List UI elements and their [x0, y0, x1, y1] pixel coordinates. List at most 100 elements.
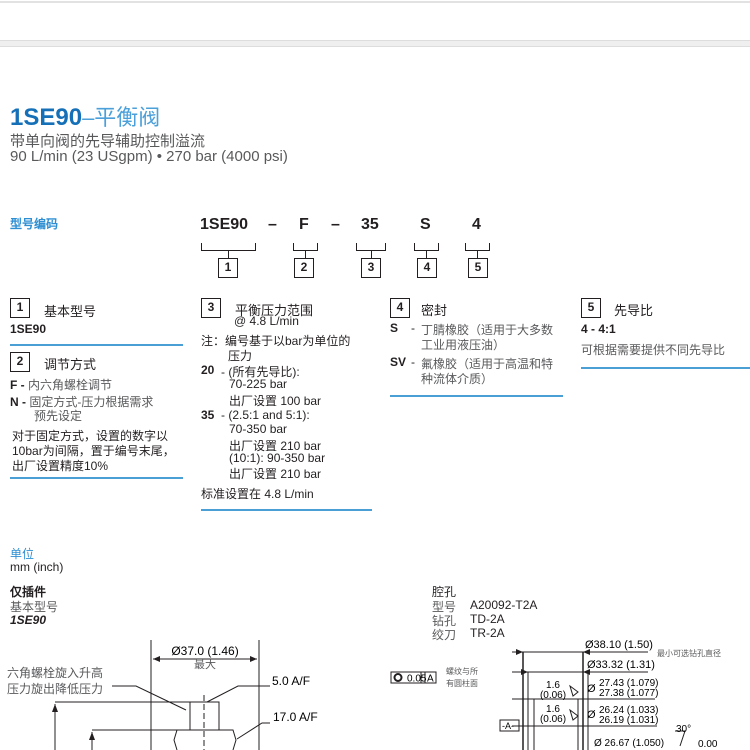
finish-2: (0.06): [540, 714, 566, 725]
dim-max: 最大: [194, 657, 216, 671]
note-line: 10bar为间隔，置于编号末尾，: [12, 444, 175, 458]
option-35-line: - (2.5:1 and 5:1):: [221, 408, 310, 422]
option-20-code: 20: [201, 363, 215, 377]
seal-sv-code: SV: [390, 355, 407, 369]
cavity-row-label: 型号: [432, 600, 457, 614]
bracket: [201, 243, 256, 251]
dim-d3-symbol: Ø: [587, 683, 596, 695]
section-3-footer: 标准设置在 4.8 L/min: [201, 487, 314, 501]
section-5-note: 可根据需要提供不同先导比: [581, 343, 726, 357]
note-line: 对于固定方式，设置的数字以: [12, 429, 169, 443]
section-5-value: 4 - 4:1: [581, 322, 616, 336]
cartridge-title: 仅插件: [10, 585, 47, 599]
seal-s-dash: -: [411, 321, 415, 335]
section-5-title: 先导比: [614, 303, 654, 318]
specs: 90 L/min (23 USgpm) • 270 bar (4000 psi): [10, 148, 288, 165]
tolerance-value: 0.05: [407, 674, 427, 685]
seal-sv-text: 种流体介质）: [421, 372, 494, 386]
cavity-row-value: TD-2A: [470, 612, 505, 626]
option-35-line: 出厂设置 210 bar: [229, 467, 322, 481]
cartridge-model: 1SE90: [10, 613, 47, 627]
page-title: 1SE90–平衡阀: [10, 100, 160, 132]
code-box-1: 1: [218, 258, 238, 278]
dim-d6: 0.00: [698, 739, 718, 750]
bracket: [414, 243, 439, 251]
seal-s-text: 丁腈橡胶（适用于大多数: [421, 323, 554, 337]
cavity-title: 腔孔: [432, 585, 457, 599]
note-line: 注：编号基于以bar为单位的: [201, 334, 351, 348]
option-35-line: 70-350 bar: [229, 422, 288, 436]
code-pressure: 35: [361, 216, 379, 233]
code-seal: S: [420, 216, 431, 233]
bracket: [356, 243, 386, 251]
angle-label: 30°: [676, 724, 691, 735]
dim-d4: 26.19 (1.031): [599, 715, 659, 726]
option-35-line: 出厂设置 210 bar: [229, 439, 322, 453]
dim-d4-symbol: Ø: [587, 709, 596, 721]
cavity-row-value: TR-2A: [470, 626, 505, 640]
finish-1: 1.6: [546, 680, 560, 691]
title-suffix: –平衡阀: [82, 105, 161, 130]
ordering-heading: 型号编码: [10, 217, 59, 231]
cartridge-label: 基本型号: [10, 600, 59, 614]
header-band: [0, 40, 750, 47]
bracket: [293, 243, 318, 251]
hex-small: 5.0 A/F: [272, 674, 310, 688]
top-border: [0, 1, 750, 3]
code-adjust: F: [299, 216, 309, 233]
hex-large: 17.0 A/F: [273, 710, 318, 724]
dim-d3: 27.38 (1.077): [599, 688, 659, 699]
finish-1: (0.06): [540, 690, 566, 701]
finish-2: 1.6: [546, 704, 560, 715]
code-box-2: 2: [294, 258, 314, 278]
dim-d3: 27.43 (1.079): [599, 678, 659, 689]
seal-s-text: 工业用液压油）: [421, 338, 506, 352]
code-box-5: 5: [468, 258, 488, 278]
option-20-line: - (所有先导比):: [221, 365, 300, 379]
seal-s-code: S: [390, 321, 399, 335]
dim-d1: Ø38.10 (1.50): [585, 639, 653, 651]
dim-diameter: Ø37.0 (1.46): [171, 644, 238, 658]
bracket-stem: [426, 251, 427, 258]
seal-sv-dash: -: [411, 355, 415, 369]
code-ratio: 4: [472, 216, 481, 233]
section-3-number: 3: [201, 298, 221, 318]
adjust-note: 六角螺栓旋入升高: [7, 665, 103, 680]
divider: [201, 509, 372, 511]
subtitle: 带单向阀的先导辅助控制溢流: [10, 133, 206, 150]
option-35-code: 35: [201, 408, 215, 422]
cavity-row-value: A20092-T2A: [470, 598, 538, 612]
tolerance-datum: A: [427, 674, 434, 685]
code-model: 1SE90: [200, 216, 249, 233]
section-3-subtitle: @ 4.8 L/min: [234, 314, 299, 328]
dim-d2: Ø33.32 (1.31): [587, 659, 655, 671]
bracket-stem: [228, 251, 229, 258]
cavity-row-label: 钻孔: [432, 614, 457, 628]
section-1-title: 基本型号: [44, 304, 97, 319]
option-n-cont: 预先设定: [34, 409, 83, 423]
option-n: N - 固定方式-压力根据需求: [10, 395, 154, 409]
tolerance-note: 有圆柱面: [446, 678, 478, 688]
bracket-stem: [477, 251, 478, 258]
section-2-title: 调节方式: [44, 357, 97, 372]
section-2-number: 2: [10, 352, 30, 372]
section-5-number: 5: [581, 298, 601, 318]
section-3-title: 平衡压力范围: [235, 303, 314, 318]
dim-d1-note: 最小可选钻孔直径: [657, 648, 721, 658]
section-1-value: 1SE90: [10, 322, 47, 336]
bracket: [465, 243, 490, 251]
divider: [390, 395, 563, 397]
code-box-4: 4: [417, 258, 437, 278]
section-4-title: 密封: [421, 303, 448, 318]
section-1-number: 1: [10, 298, 30, 318]
cavity-drawing: Ø38.10 (1.50) 最小可选钻孔直径 Ø33.32 (1.31) 0.0…: [390, 639, 721, 750]
option-20-line: 70-225 bar: [229, 377, 288, 391]
tolerance-note: 螺纹与所: [446, 666, 478, 676]
code-box-3: 3: [361, 258, 381, 278]
divider: [10, 477, 183, 479]
note-line: 压力: [228, 349, 253, 363]
note-line: 出厂设置精度10%: [12, 459, 109, 473]
units-label: 单位: [10, 547, 35, 561]
dim-d5: Ø 26.67 (1.050): [594, 738, 664, 749]
bracket-stem: [371, 251, 372, 258]
